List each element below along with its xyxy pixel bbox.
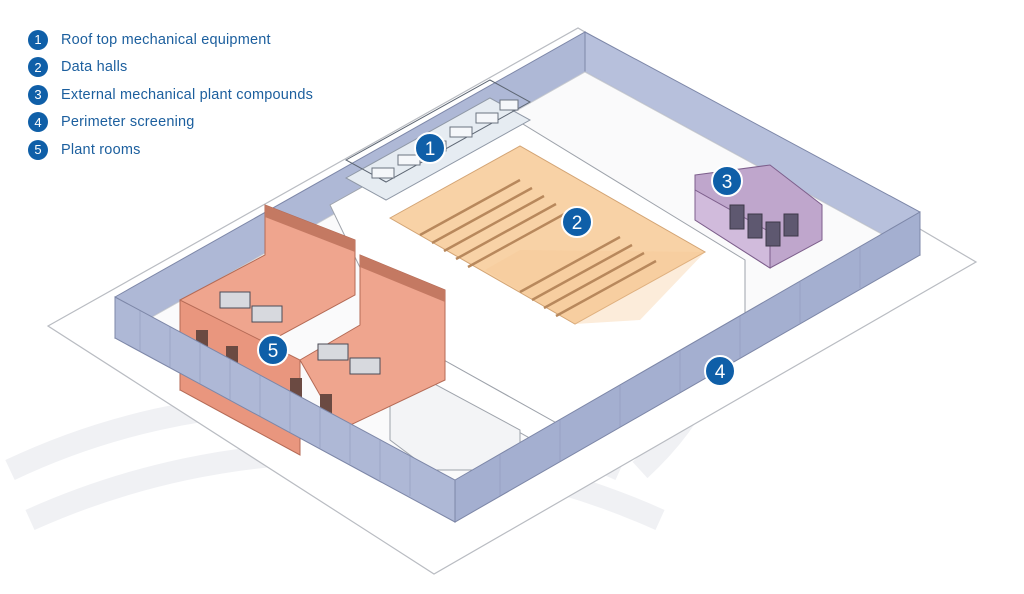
- legend-badge: 4: [28, 112, 48, 133]
- callout-3: 3: [711, 165, 743, 197]
- legend-item-plant-compounds: 3 External mechanical plant compounds: [28, 81, 313, 109]
- legend-badge: 1: [28, 29, 48, 50]
- svg-text:5: 5: [268, 341, 279, 362]
- legend-item-plant-rooms: 5 Plant rooms: [28, 136, 313, 164]
- svg-text:1: 1: [425, 139, 436, 160]
- legend-badge: 2: [28, 57, 48, 78]
- legend-label: Data halls: [61, 59, 128, 76]
- legend-badge: 5: [28, 139, 48, 160]
- data-halls: [388, 145, 707, 325]
- legend-item-screening: 4 Perimeter screening: [28, 109, 313, 137]
- callout-4: 4: [704, 355, 736, 387]
- svg-text:4: 4: [715, 362, 726, 383]
- legend-item-rooftop: 1 Roof top mechanical equipment: [28, 26, 313, 54]
- svg-text:3: 3: [722, 172, 733, 193]
- svg-text:2: 2: [572, 213, 583, 234]
- legend-badge: 3: [28, 84, 48, 105]
- legend-label: Perimeter screening: [61, 114, 195, 131]
- legend-label: Roof top mechanical equipment: [61, 31, 271, 48]
- callout-1: 1: [414, 132, 446, 164]
- callout-5: 5: [257, 334, 289, 366]
- legend-label: External mechanical plant compounds: [61, 86, 314, 103]
- legend-item-data-halls: 2 Data halls: [28, 54, 313, 82]
- legend-label: Plant rooms: [61, 141, 141, 158]
- legend: 1 Roof top mechanical equipment 2 Data h…: [28, 26, 313, 164]
- screening-hatch: [139, 246, 861, 496]
- callout-2: 2: [561, 206, 593, 238]
